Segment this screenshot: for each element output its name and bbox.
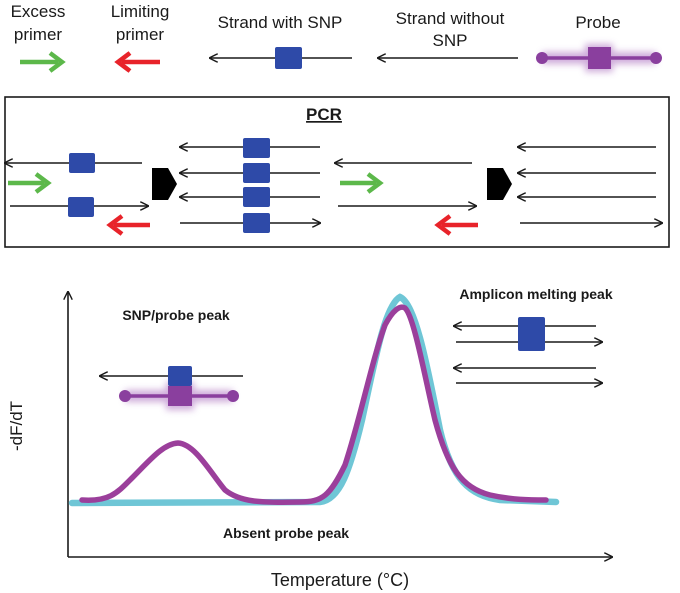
- legend-excess-primer-line1: Excess: [11, 2, 66, 21]
- excess-primer-arrow-icon: [20, 51, 66, 73]
- excess-primer-arrow-icon: [8, 172, 52, 194]
- melt-curve-graph: -dF/dT Temperature (°C) SNP/probe peak A…: [7, 286, 613, 590]
- step-arrow-icon: [152, 168, 177, 200]
- legend: Excess primer Limiting primer Strand wit…: [11, 2, 662, 73]
- legend-excess-primer-line2: primer: [14, 25, 63, 44]
- probe-icon: [536, 44, 662, 72]
- pcr-panel: PCR: [4, 96, 670, 248]
- limiting-primer-arrow-icon: [434, 214, 478, 236]
- curve-with-probe: [79, 304, 549, 506]
- legend-limiting-primer-line1: Limiting: [111, 2, 170, 21]
- legend-limiting-primer-line2: primer: [116, 25, 165, 44]
- probe-hybrid-icon: [100, 366, 243, 410]
- absent-probe-peak-label: Absent probe peak: [223, 525, 349, 541]
- limiting-primer-arrow-icon: [114, 51, 160, 73]
- pcr-stage-2: [180, 138, 320, 233]
- limiting-primer-arrow-icon: [106, 214, 150, 236]
- x-axis-label: Temperature (°C): [271, 570, 409, 590]
- pcr-stage-3: [335, 163, 478, 236]
- legend-probe-label: Probe: [575, 13, 620, 32]
- y-axis-label: -dF/dT: [7, 401, 26, 451]
- legend-strand-no-snp-line1: Strand without: [396, 9, 505, 28]
- pcr-box: [4, 96, 670, 248]
- pcr-stage-1: [5, 153, 150, 236]
- excess-primer-arrow-icon: [340, 172, 384, 194]
- amplicon-duplex-icon: [454, 317, 602, 383]
- snp-probe-peak-label: SNP/probe peak: [122, 307, 230, 323]
- legend-strand-no-snp-line2: SNP: [433, 31, 468, 50]
- pcr-title: PCR: [306, 105, 342, 124]
- legend-strand-snp-label: Strand with SNP: [218, 13, 343, 32]
- step-arrow-icon: [487, 168, 512, 200]
- strand-with-snp-icon: [210, 47, 352, 69]
- amplicon-melting-peak-label: Amplicon melting peak: [459, 286, 612, 302]
- pcr-stage-4: [518, 147, 662, 223]
